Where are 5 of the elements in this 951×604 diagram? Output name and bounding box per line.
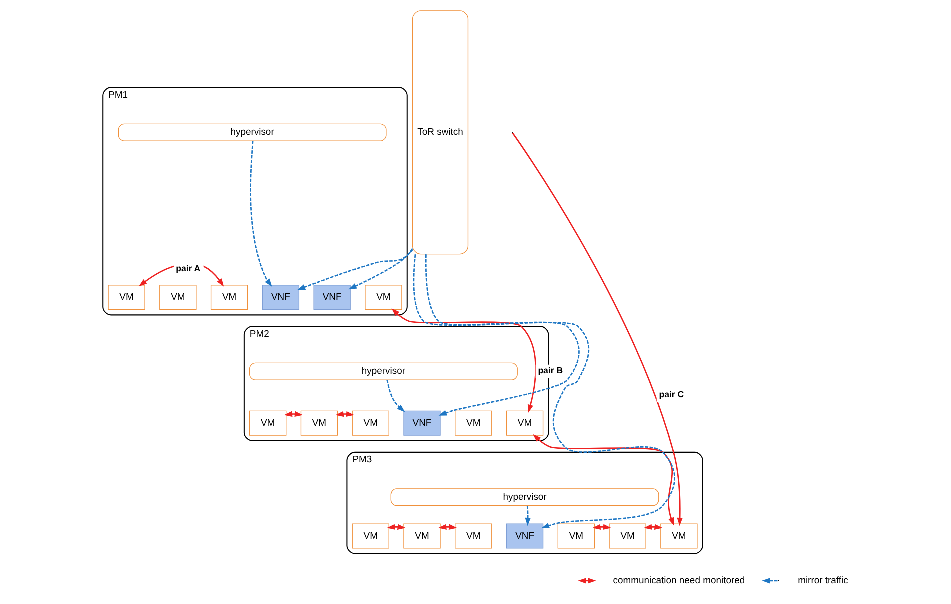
edge-label: pair B <box>538 365 564 376</box>
edge-label: pair C <box>659 389 684 400</box>
edge-label: pair A <box>176 264 201 274</box>
legend-label: mirror traffic <box>798 575 848 586</box>
legend-label: communication need monitored <box>613 575 746 586</box>
